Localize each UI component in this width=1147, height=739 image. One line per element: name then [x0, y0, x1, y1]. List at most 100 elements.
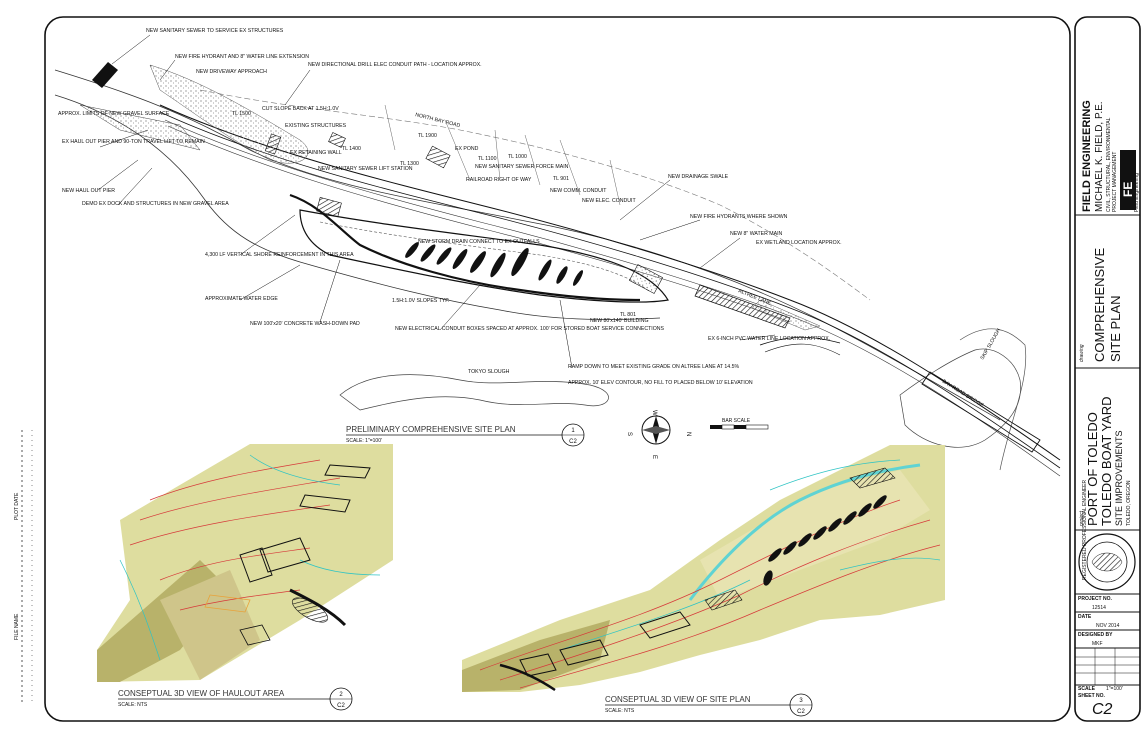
project-line-1: PORT OF TOLEDO — [1085, 412, 1100, 526]
view-title-3-text: CONSEPTUAL 3D VIEW OF SITE PLAN — [605, 695, 751, 704]
note-fire-hydrant: NEW FIRE HYDRANT AND 8" WATER LINE EXTEN… — [175, 54, 309, 60]
note-cut-slope: CUT SLOPE BACK AT 1.5H:1.0V — [262, 106, 339, 112]
note-retaining-wall: EX RETAINING WALL — [290, 150, 342, 156]
view-title-2-scale: SCALE: NTS — [118, 702, 148, 708]
north-label: N — [685, 432, 691, 436]
sheet-no: C2 — [1092, 701, 1113, 718]
date-value: NOV 2014 — [1096, 623, 1120, 629]
tax-lot-1500: TL 1500 — [232, 111, 251, 117]
site-3d-pad — [704, 589, 743, 611]
bay-road-bridge — [921, 371, 1041, 453]
road-line-1 — [159, 104, 1061, 461]
rail-line-2 — [167, 125, 791, 323]
firm-line-1: CIVIL, STRUCTURAL, ENVIRONMENTAL — [1106, 117, 1112, 212]
firm-logo-text: FE — [1121, 182, 1135, 197]
engineer-name: MICHAEL K. FIELD, P.E. — [1094, 101, 1105, 212]
site-3d-view: CONSEPTUAL 3D VIEW OF SITE PLAN SCALE: N… — [462, 445, 945, 717]
view-num-3: 3 — [799, 698, 803, 704]
west-label: W — [651, 410, 657, 416]
haulout-water — [330, 620, 393, 682]
note-water-main: NEW 8" WATER MAIN — [730, 231, 783, 237]
bar-scale-label: BAR SCALE — [722, 418, 751, 424]
sheet-title-tag: drawing — [1079, 344, 1085, 362]
note-railroad-row: RAILROAD RIGHT OF WAY — [466, 177, 532, 183]
wash-down-pad — [629, 264, 663, 294]
note-ex-water-line: EX 6-INCH PVC WATER LINE LOCATION APPROX… — [708, 336, 830, 342]
tax-lot-1100: TL 1100 — [478, 156, 497, 162]
site-plan-view: NEW SANITARY SEWER TO SERVICE EX STRUCTU… — [54, 28, 1061, 477]
firm-name: FIELD ENGINEERING — [1081, 100, 1093, 212]
water-line-6in-b — [764, 343, 841, 356]
scale-label: SCALE — [1078, 686, 1096, 692]
note-wetland: EX WETLAND LOCATION APPROX. — [756, 240, 842, 246]
view-title-1-scale: SCALE: 1"=100' — [346, 438, 382, 444]
side-note-plot-date: PLOT DATE — [14, 492, 20, 520]
slough-outline — [339, 374, 609, 411]
stored-boats — [405, 242, 583, 286]
sheet-title-line-2: SITE PLAN — [1108, 296, 1123, 362]
note-ex-pond: EX POND — [455, 146, 479, 152]
sheet-border — [44, 16, 1071, 722]
ex-pond — [425, 145, 451, 169]
property-line — [199, 89, 871, 301]
leader-lines — [97, 34, 776, 369]
water-line-6in — [759, 336, 841, 346]
site-3d-building — [849, 467, 896, 489]
tax-lot-1300: TL 1300 — [400, 161, 419, 167]
drawn-label: DESIGNED BY — [1078, 632, 1113, 638]
project-line-4: TOLEDO, OREGON — [1126, 480, 1132, 526]
note-new-haulout-pier: NEW HAUL OUT PIER — [62, 188, 115, 194]
side-note-file-name: FILE NAME — [14, 613, 20, 640]
note-fire-hydrants: NEW FIRE HYDRANTS WHERE SHOWN — [690, 214, 788, 220]
river-edge-right — [959, 328, 1027, 471]
lift-station — [316, 197, 342, 217]
label-skip-slough: SKIP SLOUGH — [980, 327, 1003, 361]
project-line-3: SITE IMPROVEMENTS — [1114, 430, 1124, 526]
label-tokyo-slough: TOKYO SLOUGH — [468, 369, 510, 375]
haulout-3d-view: CONSEPTUAL 3D VIEW OF HAULOUT AREA SCALE… — [97, 444, 393, 711]
view-sheet-1: C2 — [569, 439, 577, 445]
tax-lot-1900: TL 1900 — [418, 133, 437, 139]
rail-line-1 — [164, 119, 1061, 477]
note-ramp-down: RAMP DOWN TO MEET EXISTING GRADE ON ALTR… — [568, 364, 740, 370]
title-block: FIELD ENGINEERING MICHAEL K. FIELD, P.E.… — [1075, 100, 1140, 718]
sheet-no-label: SHEET NO. — [1078, 693, 1106, 699]
note-existing-structures: EXISTING STRUCTURES — [285, 123, 347, 129]
north-arrow: N S E W — [626, 410, 691, 459]
label-north-bay-road: NORTH BAY ROAD — [415, 112, 461, 129]
note-directional-drill: NEW DIRECTIONAL DRILL ELEC CONDUIT PATH … — [308, 62, 482, 68]
firm-line-2: PROJECT MANAGEMENT — [1112, 152, 1118, 212]
tax-lot-901: TL 901 — [553, 176, 569, 182]
site-3d-boats — [763, 495, 887, 586]
project-tag: project — [1079, 510, 1085, 527]
view-title-3-scale: SCALE: NTS — [605, 708, 635, 714]
view-title-1-text: PRELIMINARY COMPREHENSIVE SITE PLAN — [346, 425, 516, 434]
stamp-text: REGISTERED PROFESSIONAL ENGINEER — [1082, 479, 1088, 580]
wetland-area — [751, 299, 821, 331]
site-3d-pier — [499, 663, 556, 692]
pe-stamp: REGISTERED PROFESSIONAL ENGINEER — [1078, 479, 1136, 591]
project-no: 12514 — [1092, 605, 1106, 611]
haulout-pier — [92, 62, 118, 88]
view-title-3: CONSEPTUAL 3D VIEW OF SITE PLAN SCALE: N… — [605, 693, 813, 717]
view-title-1: PRELIMINARY COMPREHENSIVE SITE PLAN SCAL… — [346, 423, 585, 447]
view-num-1: 1 — [571, 428, 575, 434]
note-shore-reinforcement: 4,300 LF VERTICAL SHORE REINFORCEMENT IN… — [205, 252, 354, 258]
view-title-2: CONSEPTUAL 3D VIEW OF HAULOUT AREA SCALE… — [118, 687, 353, 711]
title-block-border — [1074, 16, 1141, 722]
view-sheet-3: C2 — [797, 709, 805, 715]
note-driveway: NEW DRIVEWAY APPROACH — [196, 69, 267, 75]
note-elev-contour: APPROX. 10' ELEV CONTOUR, NO FILL TO PLA… — [568, 380, 753, 386]
tax-lot-801: TL 801 — [620, 312, 636, 318]
view-num-2: 2 — [339, 692, 343, 698]
firm-logo — [1120, 150, 1136, 210]
project-no-label: PROJECT NO. — [1078, 596, 1113, 602]
existing-structure-1 — [328, 132, 346, 148]
vertical-shore — [289, 193, 641, 302]
note-slopes: 1.5H:1.0V SLOPES TYP. — [392, 298, 449, 304]
note-storm-drain: NEW STORM DRAIN CONNECT TO EX OUTFALLS — [418, 239, 540, 245]
label-bay-road-bridge: BAY ROAD BRIDGE — [941, 379, 985, 410]
note-force-main: NEW SANITARY SEWER FORCE MAIN — [475, 164, 569, 170]
note-lift-station: NEW SANITARY SEWER LIFT STATION — [318, 166, 413, 172]
